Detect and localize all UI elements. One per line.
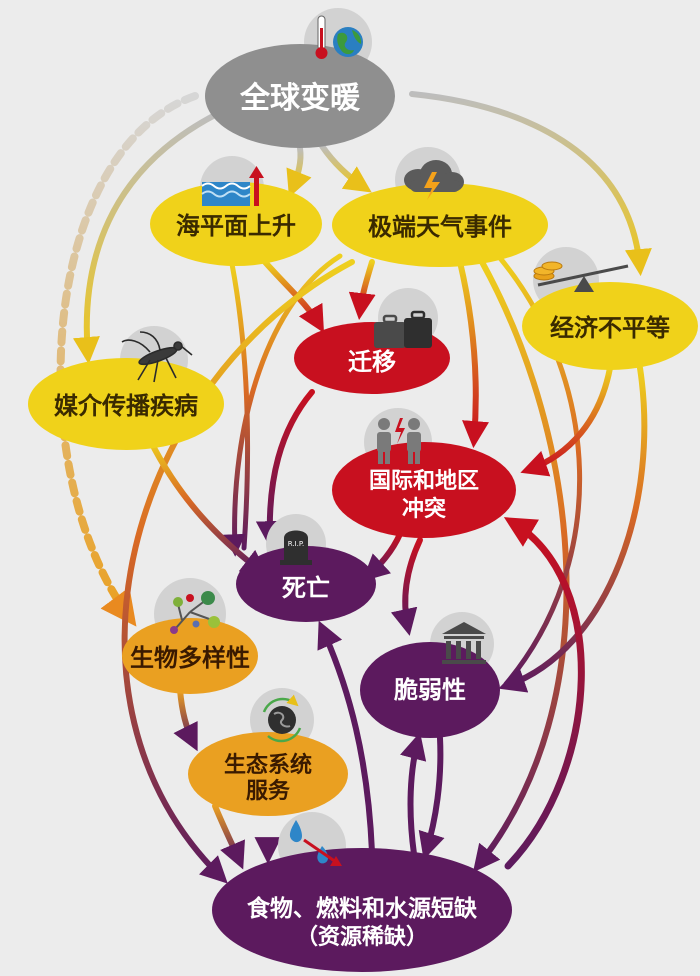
node-label-line1: 食物、燃料和水源短缺 — [247, 895, 478, 922]
node-shape — [332, 183, 548, 267]
mosquito-icon — [121, 331, 193, 383]
arrow-inequality-to-conflict — [520, 365, 613, 477]
arrow-conflict-to-vulnerability — [390, 537, 423, 636]
node-shape — [28, 358, 224, 450]
node-conflict: 国际和地区 冲突 — [332, 408, 516, 538]
arrow-migration-to-death — [255, 389, 315, 549]
arrow-weather-to-scarcity-left — [121, 259, 355, 884]
node-shape — [188, 732, 348, 816]
sea-level-rising-icon — [201, 166, 264, 206]
node-shape — [332, 442, 516, 538]
arrow-conflict-to-death — [362, 531, 403, 582]
node-label: 海平面上升 — [176, 212, 296, 240]
arrow-ecosystem-to-scarcity — [212, 803, 245, 870]
node-vector-disease: 媒介传播疾病 — [28, 326, 224, 450]
node-shape — [522, 282, 698, 370]
node-label: 生物多样性 — [130, 644, 250, 672]
arrow-scarcity-to-vulnerability — [400, 732, 427, 857]
branching-species-icon — [170, 591, 220, 634]
node-scarcity: 食物、燃料和水源短缺 （资源稀缺） — [212, 812, 512, 972]
node-sea-level: 海平面上升 — [150, 156, 322, 266]
globe-cycle-icon — [262, 694, 302, 743]
water-drops-icon — [289, 820, 342, 866]
node-extreme-weather: 极端天气事件 — [332, 147, 548, 267]
node-shape — [360, 642, 500, 738]
node-shape — [150, 182, 322, 266]
arrow-warming-to-biodiversity — [56, 92, 199, 627]
tombstone-icon: R.I.P. — [280, 530, 312, 565]
node-label-line2: （资源稀缺） — [296, 924, 428, 950]
node-label: 死亡 — [282, 574, 330, 602]
node-label: 迁移 — [348, 348, 396, 376]
arrow-warming-to-disease — [72, 112, 218, 365]
arrow-inequality-to-vulnerability — [498, 365, 648, 693]
arrow-disease-to-death — [147, 437, 269, 577]
conflict-people-icon — [377, 418, 421, 464]
node-death: R.I.P. 死亡 — [236, 514, 376, 622]
thermometer-globe-icon — [315, 15, 363, 59]
arrow-weather-to-migration — [348, 259, 376, 321]
node-migration: 迁移 — [294, 288, 450, 394]
node-shape — [236, 546, 376, 622]
arrow-warming-to-sealevel — [286, 145, 312, 198]
storm-cloud-icon — [404, 160, 464, 200]
arrow-warming-to-weather — [319, 143, 372, 193]
arrow-warming-to-inequality — [409, 91, 652, 277]
node-inequality: 经济不平等 — [522, 247, 698, 370]
node-global-warming: 全球变暖 — [205, 8, 395, 148]
node-label: 全球变暖 — [239, 81, 361, 116]
node-label-line1: 国际和地区 — [369, 469, 479, 494]
node-label-line2: 服务 — [246, 779, 291, 804]
node-vulnerability: 脆弱性 — [360, 612, 500, 738]
node-shape — [205, 44, 395, 148]
node-shape — [122, 618, 258, 694]
node-label: 脆弱性 — [393, 676, 466, 704]
suitcases-icon — [374, 310, 432, 348]
arrows — [56, 91, 652, 884]
arrow-biodiversity-to-ecosystem — [173, 687, 198, 752]
node-label: 媒介传播疾病 — [54, 392, 198, 420]
arrow-weather-to-conflict — [457, 259, 489, 449]
arrow-scarcity-to-conflict — [503, 517, 585, 870]
node-ecosystem: 生态系统 服务 — [188, 688, 348, 816]
node-label: 极端天气事件 — [368, 213, 512, 241]
node-label-line2: 冲突 — [402, 496, 446, 522]
arrow-weather-to-death — [223, 253, 343, 557]
node-label: 经济不平等 — [550, 314, 670, 342]
node-label-line1: 生态系统 — [224, 752, 312, 778]
institution-building-icon — [442, 622, 486, 664]
node-biodiversity: 生物多样性 — [122, 578, 258, 694]
seesaw-coins-icon — [533, 261, 629, 292]
arrow-scarcity-to-death — [317, 620, 375, 855]
arrow-vulnerability-to-scarcity — [418, 735, 445, 860]
tombstone-text: R.I.P. — [288, 540, 305, 548]
node-shape — [212, 848, 512, 972]
